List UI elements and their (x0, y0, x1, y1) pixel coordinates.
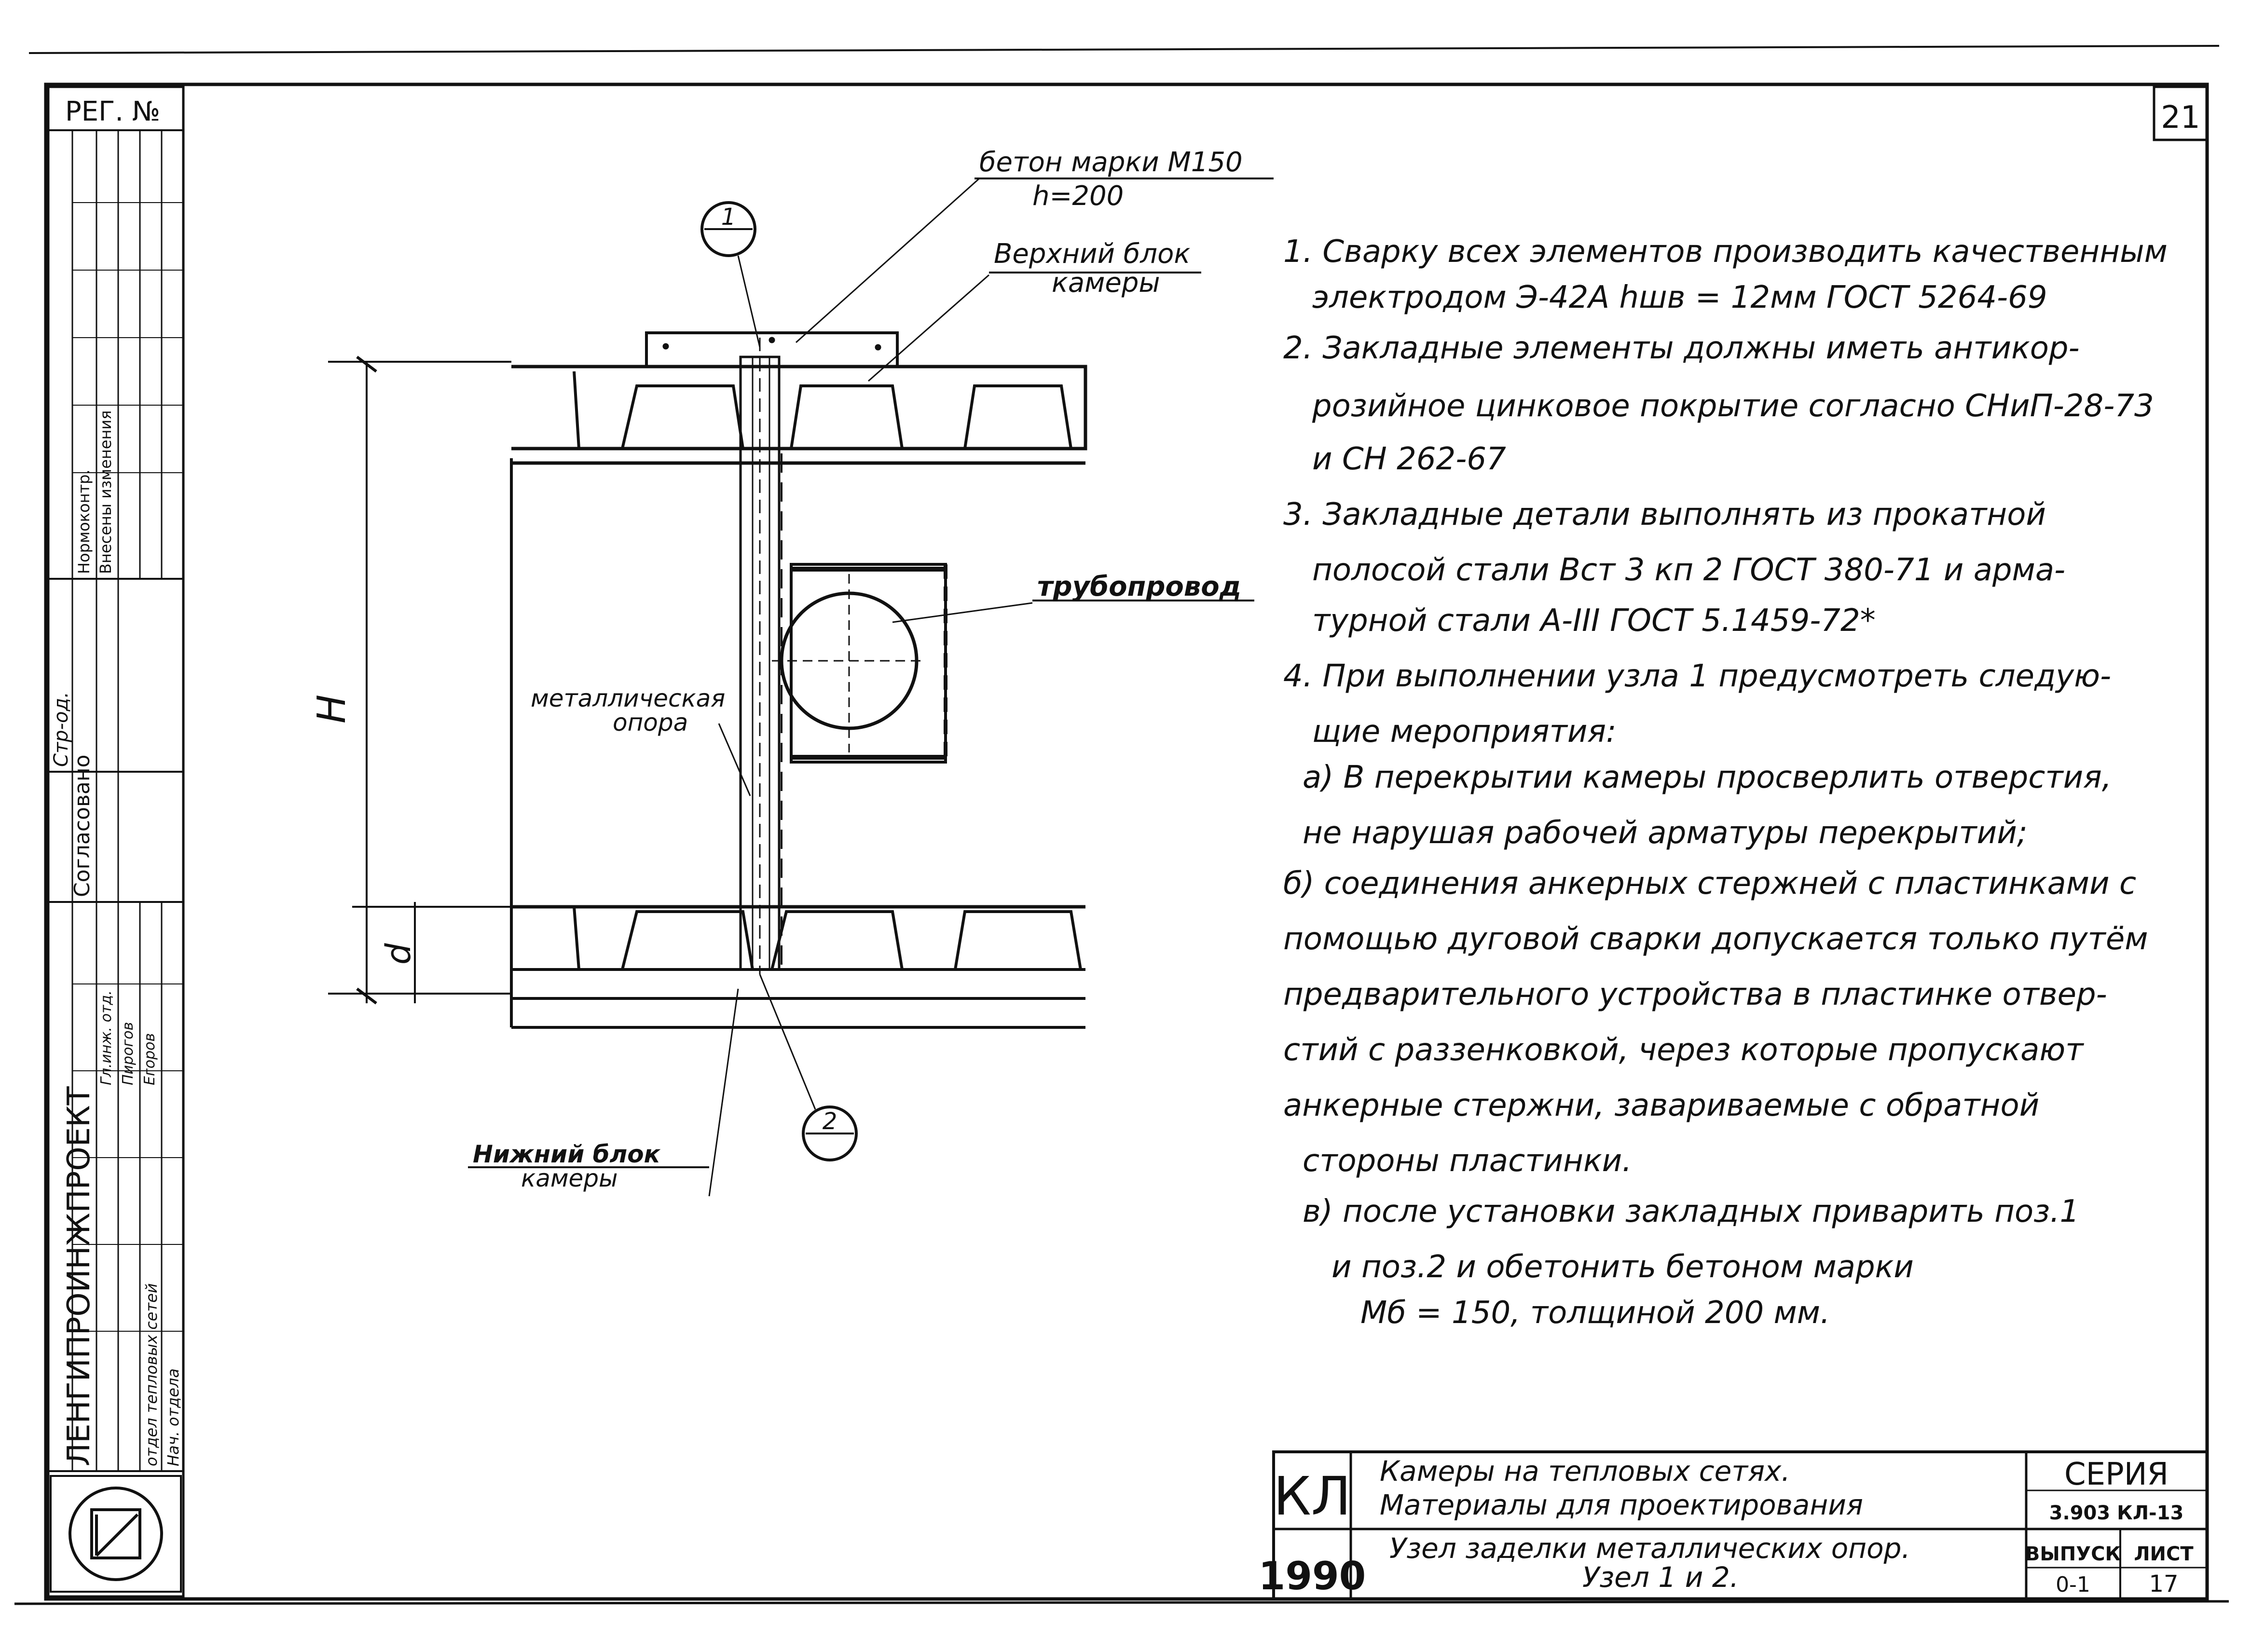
org-name: ЛЕНГИПРОИНЖПРОЕКТ (61, 1086, 97, 1466)
lower-block-label: Нижний блок (473, 1140, 661, 1168)
sheet-value: 17 (2149, 1570, 2178, 1597)
note-line: 4. При выполнении узла 1 предусмотреть с… (1283, 658, 2112, 694)
top-edge-line (28, 45, 2220, 54)
note-line: б) соединения анкерных стержней с пласти… (1283, 866, 2137, 901)
support-label-2: опора (613, 709, 688, 737)
note-line: не нарушая рабочей арматуры перекрытий; (1303, 815, 2028, 851)
note-line: в) после установки закладных приварить п… (1303, 1194, 2080, 1229)
top-note-label: бетон марки М150 (979, 147, 1243, 178)
title-year: 1990 (1259, 1554, 1366, 1598)
page-number: 21 (2161, 100, 2200, 136)
title-line-1: Камеры на тепловых сетях. (1380, 1455, 1790, 1488)
stamp-name-1: Пирогов (120, 1022, 137, 1085)
callout-2-label: 2 (823, 1108, 837, 1135)
note-line: и поз.2 и обетонить бетоном марки (1331, 1249, 1914, 1285)
logo-box (50, 1475, 182, 1593)
pipe-casing (790, 563, 947, 764)
series-value: 3.903 КЛ-13 (2049, 1502, 2184, 1524)
note-line: анкерные стержни, завариваемые с обратно… (1283, 1088, 2040, 1123)
stamp-approved: Согласовано (70, 754, 95, 897)
callout-2-bubble (802, 1106, 858, 1161)
title-line-4: Узел 1 и 2. (1582, 1561, 1739, 1594)
stamp-str-od: Стр-од. (50, 692, 72, 767)
stamp-col-head-1: Нормоконтр. (75, 469, 93, 574)
upper-block-label-2: камеры (1052, 267, 1160, 299)
note-line: розийное цинковое покрытие согласно СНиП… (1312, 388, 2154, 424)
bottom-edge-line (14, 1600, 2229, 1605)
issue-label: ВЫПУСК (2025, 1543, 2121, 1565)
stamp-dept: отдел тепловых сетей (142, 1283, 161, 1466)
note-line: полосой стали Вст 3 кп 2 ГОСТ 380-71 и а… (1312, 552, 2066, 588)
note-line: 2. Закладные элементы должны иметь антик… (1283, 330, 2080, 366)
note-line: турной стали А-III ГОСТ 5.1459-72* (1312, 603, 1876, 639)
note-line: электродом Э-42А hшв = 12мм ГОСТ 5264-69 (1312, 280, 2047, 315)
note-line: предварительного устройства в пластинке … (1283, 977, 2107, 1012)
upper-block-label: Верхний блок (994, 238, 1190, 270)
sheet-frame (44, 82, 2209, 1601)
page-number-box (2153, 85, 2209, 141)
callout-1-label: 1 (721, 204, 736, 231)
stamp-name-2: Егоров (141, 1033, 158, 1085)
stamp-col-head-2: Внесены изменения (96, 410, 115, 574)
note-line: 1. Сварку всех элементов производить кач… (1283, 234, 2168, 270)
lower-block-label-2: камеры (521, 1164, 618, 1192)
series-label: СЕРИЯ (2064, 1457, 2169, 1492)
note-line: помощью дуговой сварки допускается тольк… (1283, 921, 2148, 957)
dim-H-label: H (309, 695, 354, 724)
note-line: стий с раззенковкой, через которые пропу… (1283, 1032, 2084, 1068)
title-kl: КЛ (1274, 1465, 1351, 1527)
stamp-role-1: Гл.инж. отд. (98, 990, 115, 1085)
stamp-head: Нач. отдела (164, 1368, 182, 1466)
support-label: металлическая (531, 684, 725, 712)
note-line: а) В перекрытии камеры просверлить отвер… (1303, 760, 2112, 795)
logo-emblem-icon (69, 1487, 163, 1581)
note-line: Мб = 150, толщиной 200 мм. (1360, 1295, 1830, 1331)
sheet-label: ЛИСТ (2134, 1543, 2194, 1565)
issue-value: 0-1 (2056, 1572, 2090, 1597)
note-line: и СН 262-67 (1312, 441, 1506, 477)
note-line: стороны пластинки. (1303, 1143, 1632, 1179)
note-line: щие мероприятия: (1312, 714, 1617, 750)
node-drawing (328, 177, 1274, 1197)
title-line-2: Материалы для проектирования (1380, 1488, 1863, 1521)
pipe-label: трубопровод (1037, 571, 1241, 602)
lower-block (573, 906, 1082, 970)
reg-label: РЕГ. № (65, 96, 160, 127)
note-line: 3. Закладные детали выполнять из прокатн… (1283, 497, 2046, 532)
top-note-h-label: h=200 (1032, 180, 1124, 212)
title-line-3: Узел заделки металлических опор. (1389, 1532, 1910, 1565)
callout-1-bubble (700, 201, 756, 257)
left-stamp-strip (47, 85, 185, 1598)
title-block (1272, 1450, 2209, 1600)
upper-block (511, 365, 1087, 451)
dim-d-label: d (379, 943, 418, 965)
